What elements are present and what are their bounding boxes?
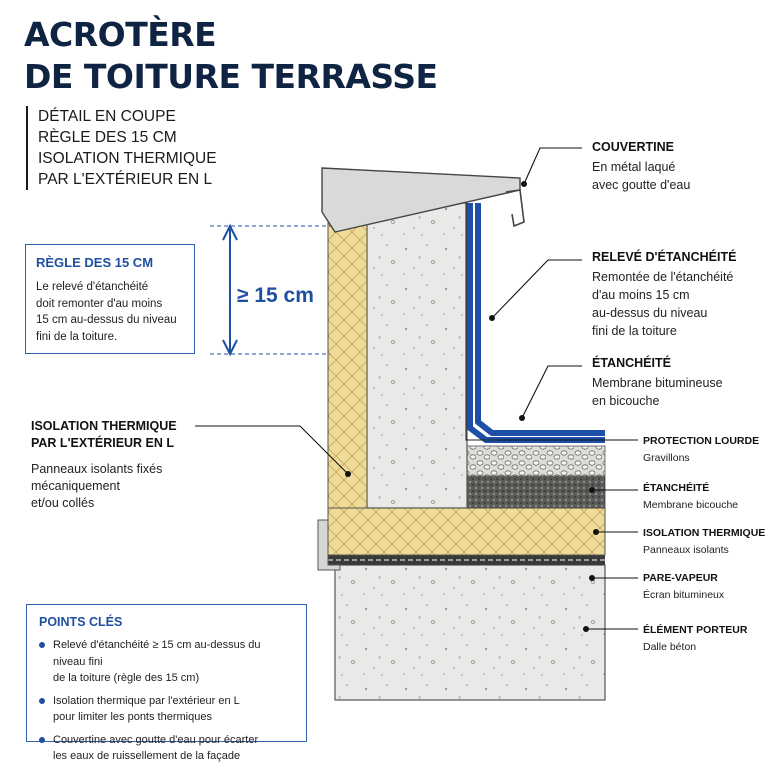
layer-heading: ÉTANCHÉITÉ [643, 482, 710, 494]
label-line: fini de la toiture [592, 324, 677, 338]
page-title: ACROTÈRE DE TOITURE TERRASSE [24, 14, 438, 98]
insulation-line: et/ou collés [31, 496, 95, 510]
layer-label-slab: ÉLÉMENT PORTEUR Dalle béton [643, 624, 747, 653]
insulation-heading-line: PAR L'EXTÉRIEUR EN L [31, 436, 175, 450]
wall-insulation [327, 209, 368, 509]
parapet-wall [366, 202, 468, 509]
roof-insulation [327, 507, 606, 556]
label-coping: COUVERTINE En métal laqué avec goutte d'… [592, 140, 690, 194]
layer-label-insulation: ISOLATION THERMIQUE Panneaux isolants [643, 527, 765, 556]
insulation-line: mécaniquement [31, 479, 120, 493]
gravel-layer [465, 445, 606, 477]
key-point-line: Couvertine avec goutte d'eau pour écarte… [53, 733, 259, 746]
label-heading: COUVERTINE [592, 140, 674, 154]
label-text: Membrane bitumineuse en bicouche [592, 374, 723, 410]
key-point-line: Relevé d'étanchéité ≥ 15 cm au-dessus du… [53, 639, 261, 668]
layer-text: Dalle béton [643, 641, 697, 653]
label-line: d'au moins 15 cm [592, 288, 690, 302]
title-line-1: ACROTÈRE [24, 15, 217, 54]
label-waterproofing: ÉTANCHÉITÉ Membrane bitumineuse en bicou… [592, 356, 723, 410]
key-point-line: pour limiter les ponts thermiques [53, 711, 212, 723]
subtitle-block: DÉTAIL EN COUPE RÈGLE DES 15 CM ISOLATIO… [26, 106, 217, 190]
rule-box: RÈGLE DES 15 CM Le relevé d'étanchéité d… [25, 244, 195, 354]
label-line: Membrane bitumineuse [592, 376, 723, 390]
insulation-line: Panneaux isolants fixés [31, 462, 163, 476]
title-line-2: DE TOITURE TERRASSE [24, 57, 438, 96]
label-line: Remontée de l'étanchéité [592, 270, 734, 284]
layer-heading: PROTECTION LOURDE [643, 435, 760, 447]
layer-text: Gravillons [643, 452, 690, 464]
layer-label-gravel: PROTECTION LOURDE Gravillons [643, 435, 759, 464]
insulation-heading-line: ISOLATION THERMIQUE [31, 419, 177, 433]
key-points-heading: POINTS CLÉS [39, 615, 123, 629]
layer-heading: ÉLÉMENT PORTEUR [643, 624, 748, 636]
rule-line: doit remonter d'au moins [36, 297, 163, 310]
rule-line: fini de la toiture. [36, 330, 118, 343]
label-line: au-dessus du niveau [592, 306, 708, 320]
label-text: Remontée de l'étanchéité d'au moins 15 c… [592, 268, 736, 340]
insulation-text: Panneaux isolants fixés mécaniquement et… [31, 461, 201, 512]
layer-heading: ISOLATION THERMIQUE [643, 527, 766, 539]
subtitle-line: DÉTAIL EN COUPE [38, 108, 176, 125]
subtitle-line: ISOLATION THERMIQUE [38, 150, 217, 167]
rule-line: Le relevé d'étanchéité [36, 281, 149, 293]
label-heading: RELEVÉ D'ÉTANCHÉITÉ [592, 250, 737, 264]
slab [334, 564, 606, 701]
label-line: En métal laqué [592, 160, 676, 174]
layer-text: Panneaux isolants [643, 544, 729, 556]
key-point-line: Isolation thermique par l'extérieur en L [53, 694, 240, 707]
key-points-box: POINTS CLÉS Relevé d'étanchéité ≥ 15 cm … [26, 604, 307, 762]
insulation-label: ISOLATION THERMIQUE PAR L'EXTÉRIEUR EN L… [31, 418, 201, 512]
key-point-line: les eaux de ruissellement de la façade [53, 750, 241, 762]
insulation-heading: ISOLATION THERMIQUE PAR L'EXTÉRIEUR EN L [31, 418, 201, 452]
subtitle-line: PAR L'EXTÉRIEUR EN L [38, 171, 213, 188]
coping [321, 167, 521, 233]
subtitle-line: RÈGLE DES 15 CM [38, 129, 177, 146]
layer-label-membrane: ÉTANCHÉITÉ Membrane bicouche [643, 482, 738, 511]
dimension-label: ≥ 15 cm [237, 284, 314, 307]
label-text: En métal laqué avec goutte d'eau [592, 158, 690, 194]
waterproofing-upstand [467, 203, 605, 443]
layer-label-vapour: PARE-VAPEUR Écran bitumineux [643, 572, 724, 601]
label-line: avec goutte d'eau [592, 178, 691, 192]
key-point: Couvertine avec goutte d'eau pour écarte… [39, 732, 294, 765]
rule-box-text: Le relevé d'étanchéité doit remonter d'a… [36, 279, 184, 345]
key-point: Isolation thermique par l'extérieur en L… [39, 693, 294, 726]
label-line: en bicouche [592, 394, 660, 408]
rule-line: 15 cm au-dessus du niveau [36, 314, 177, 326]
label-heading: ÉTANCHÉITÉ [592, 356, 671, 370]
layer-heading: PARE-VAPEUR [643, 572, 718, 584]
layer-text: Écran bitumineux [643, 589, 725, 601]
key-point: Relevé d'étanchéité ≥ 15 cm au-dessus du… [39, 637, 294, 687]
label-upstand: RELEVÉ D'ÉTANCHÉITÉ Remontée de l'étanch… [592, 250, 736, 340]
layer-text: Membrane bicouche [643, 499, 739, 511]
rule-box-heading: RÈGLE DES 15 CM [36, 255, 154, 270]
key-point-line: de la toiture (règle des 15 cm) [53, 672, 200, 684]
